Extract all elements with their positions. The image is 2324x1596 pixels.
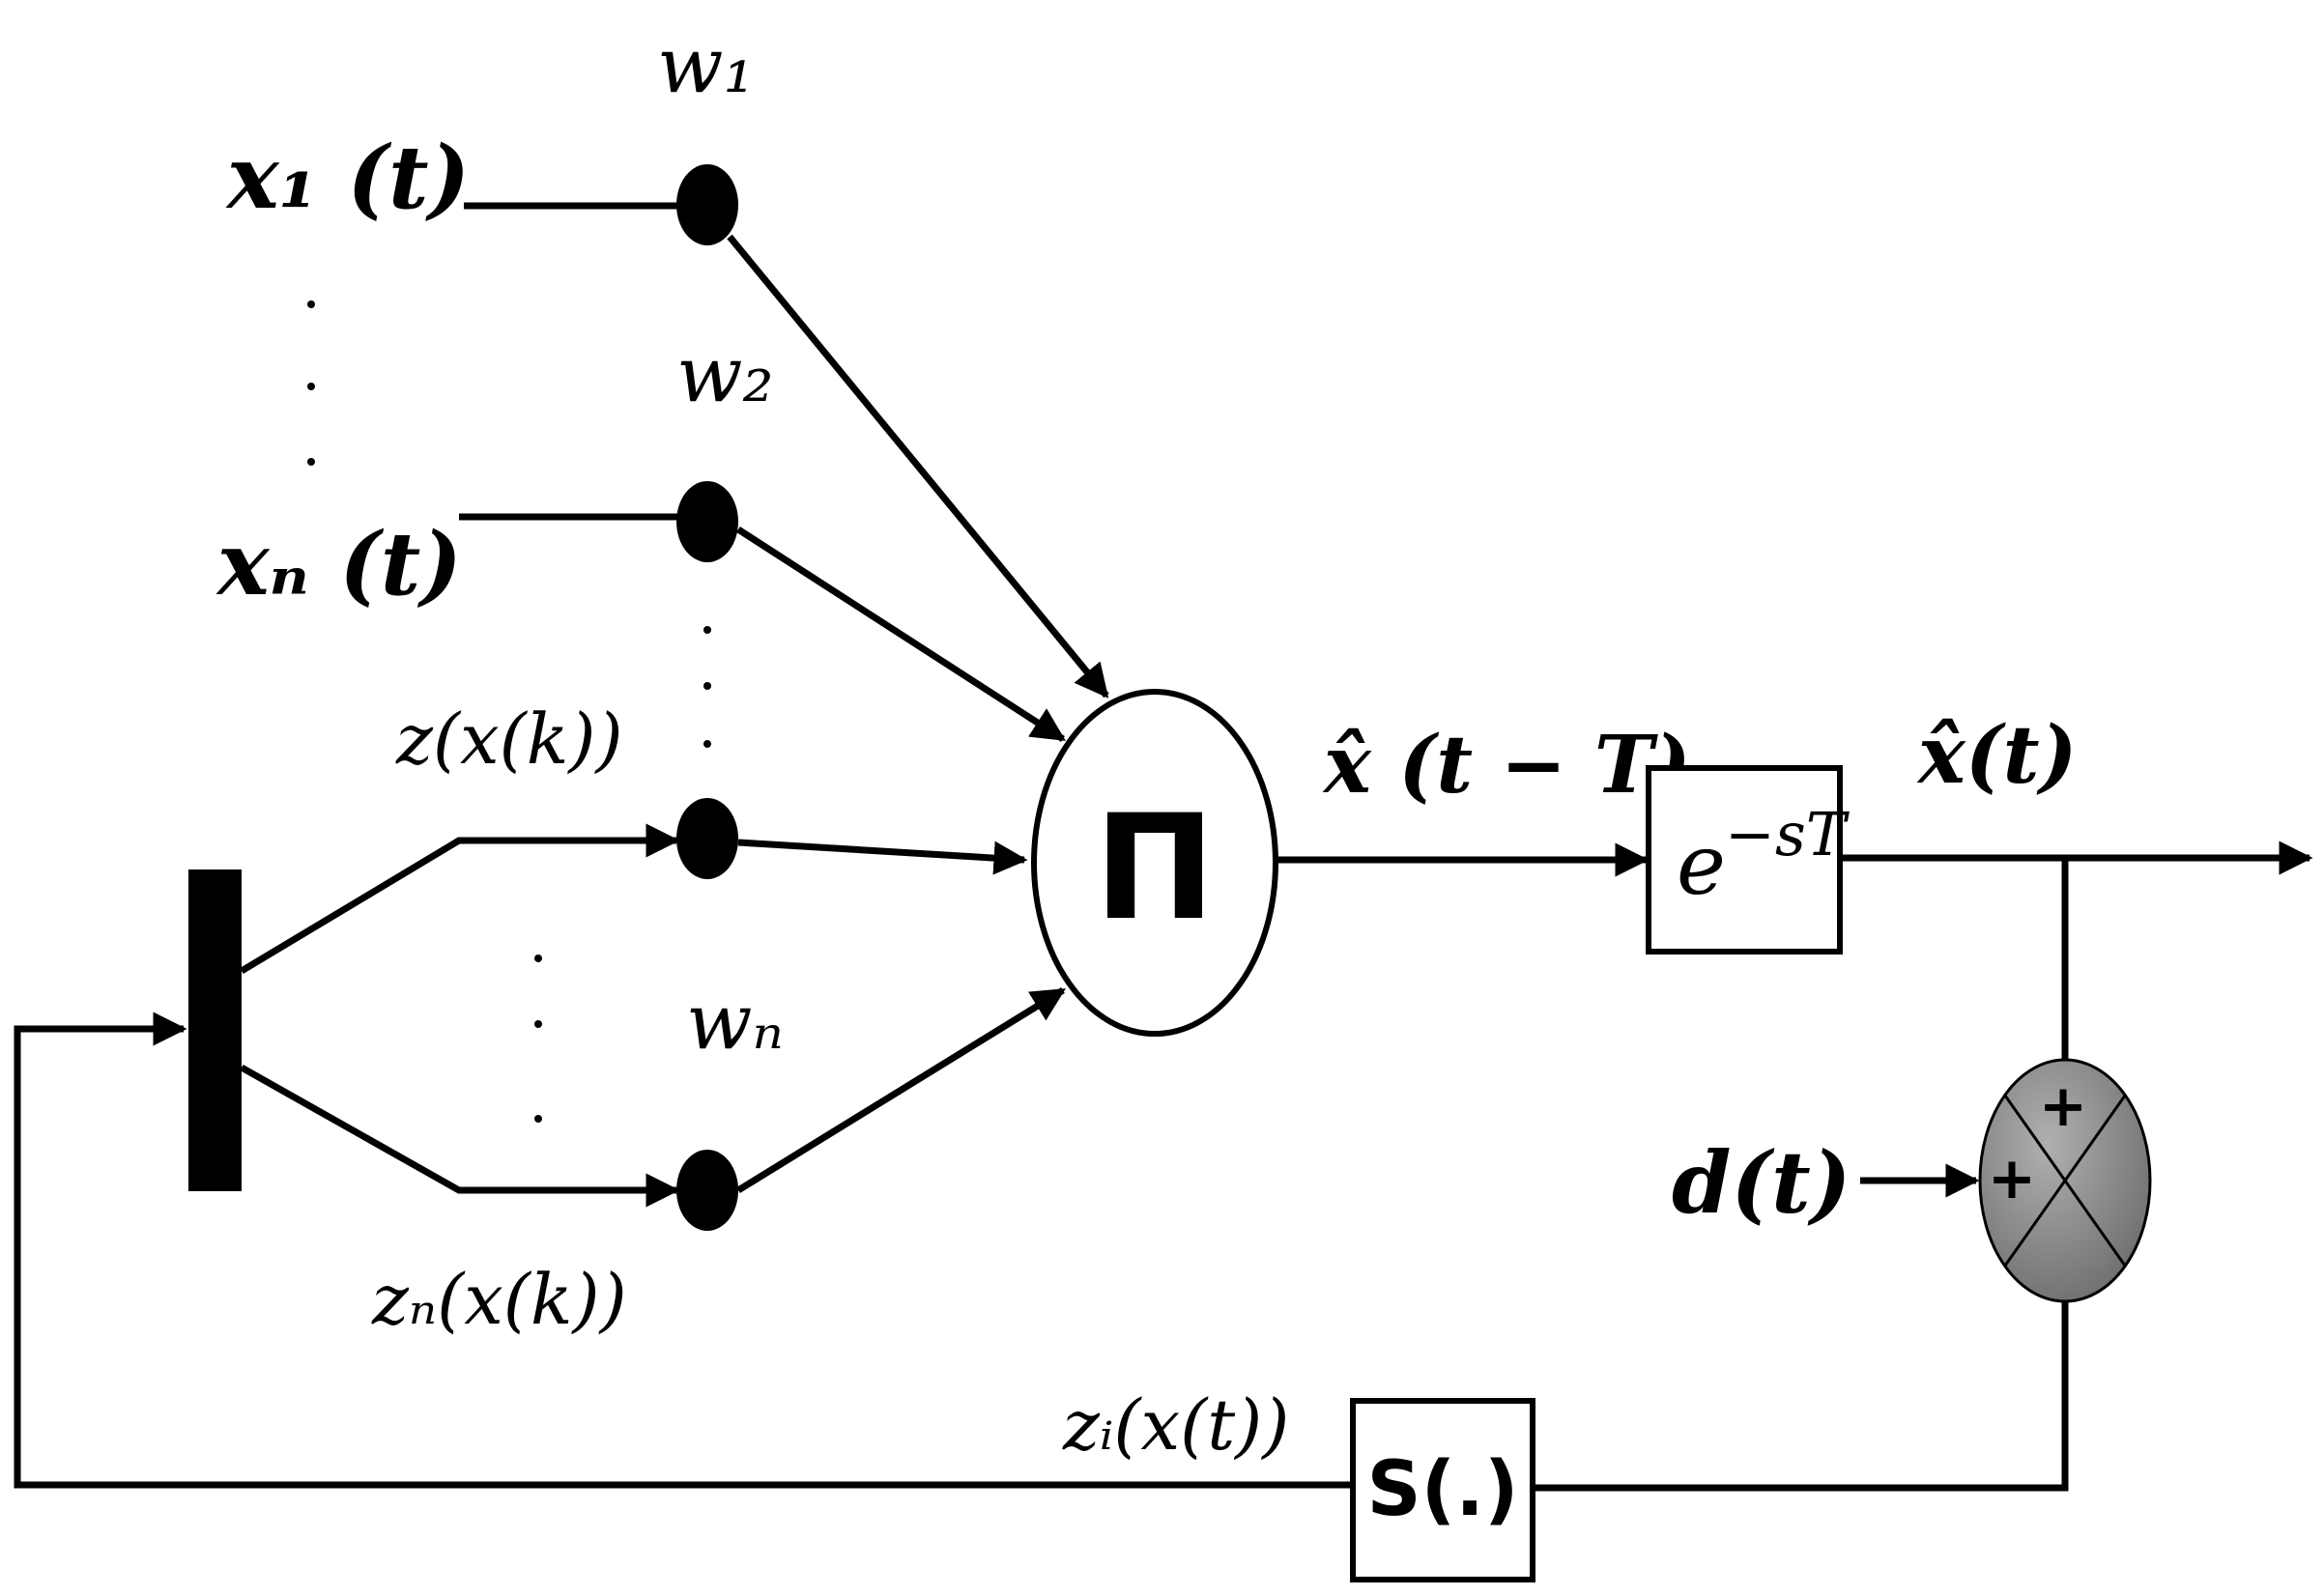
zn-label: zₙ(x(k)) — [371, 1259, 627, 1340]
wire-feedback-to-splitter — [14, 1012, 1353, 1489]
delay-exponent: −sT — [1725, 799, 1851, 869]
weight-node-z — [676, 798, 738, 879]
product-node — [1031, 689, 1278, 1037]
wire-wn-to-product — [736, 987, 1066, 1193]
wire-w1-to-product — [727, 234, 1109, 698]
feedback-ellipsis-dots — [534, 955, 542, 1123]
x-hat-delayed-label: x̂ (t − T) — [1322, 719, 1691, 812]
zi-label: zᵢ(x(t)) — [1062, 1384, 1289, 1466]
weight-w2-label: w₂ — [676, 329, 774, 419]
wire-splitter-to-z — [240, 823, 680, 975]
delay-base: e — [1677, 817, 1726, 914]
splitter-bar — [188, 869, 242, 1191]
weight-w1-label: w₁ — [657, 20, 755, 110]
weight-node-w1 — [676, 164, 738, 245]
weight-wn-label: wₙ — [686, 977, 784, 1067]
wire-w2-to-product — [736, 527, 1066, 742]
delay-block — [1646, 765, 1843, 955]
weight-node-w2 — [676, 481, 738, 562]
input-x1-label: x₁ (t) — [225, 127, 470, 229]
weight-node-wn — [676, 1150, 738, 1231]
s-block-label: S(.) — [1366, 1446, 1518, 1533]
z-label: z(x(k)) — [395, 698, 623, 780]
input-xn-label: xₙ (t) — [215, 513, 462, 615]
product-symbol: Π — [1094, 784, 1216, 953]
wire-splitter-to-wn — [240, 1064, 680, 1208]
x-hat-output-label: x̂(t) — [1916, 709, 2077, 802]
wire-z-to-product — [737, 839, 1028, 875]
disturbance-label: d(t) — [1672, 1132, 1851, 1233]
s-block — [1350, 1398, 1535, 1582]
weight-ellipsis-dots — [703, 626, 711, 748]
wire-sum-to-s-block — [1534, 1301, 2069, 1492]
input-ellipsis-dots — [307, 300, 315, 466]
sum-sign-top: + — [2039, 1072, 2087, 1140]
sum-sign-left: + — [1988, 1145, 2036, 1212]
summing-junction — [1978, 1058, 2152, 1303]
